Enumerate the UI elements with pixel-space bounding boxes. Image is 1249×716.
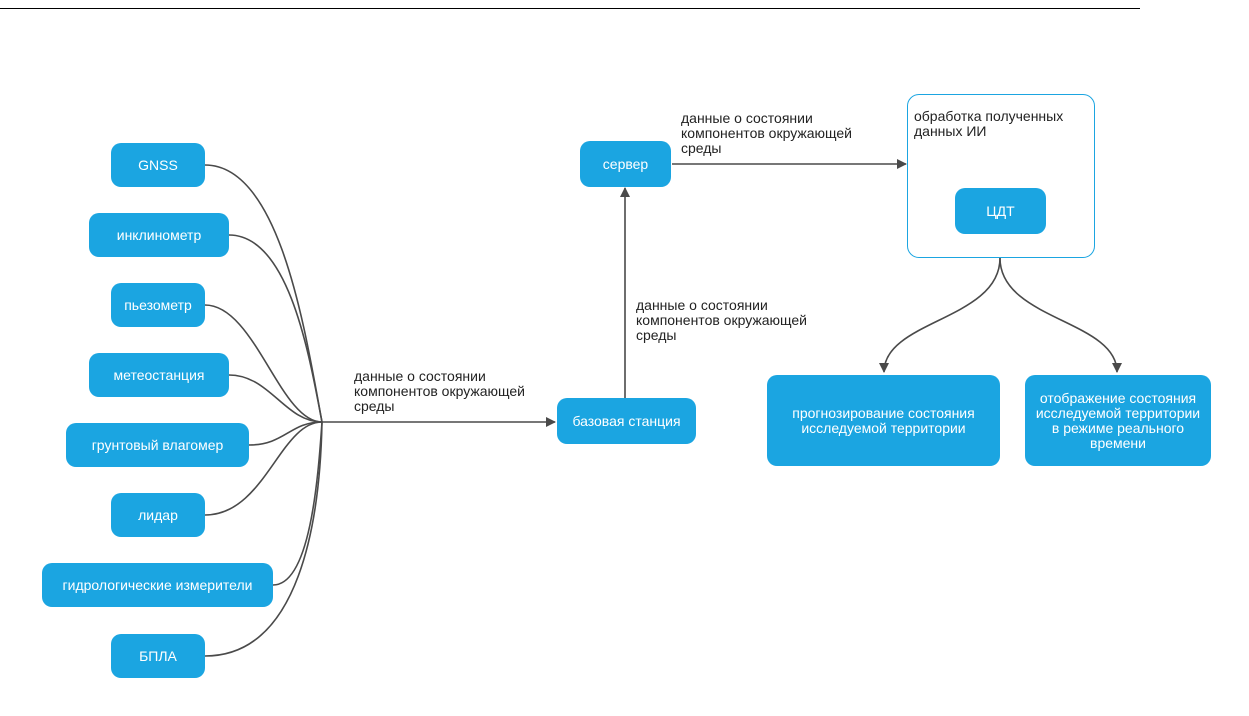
node-base-station[interactable]: базовая станция <box>557 398 696 444</box>
node-hydrological-meters[interactable]: гидрологические измерители <box>42 563 273 607</box>
label-sensors-to-base: данные о состоянии компонентов окружающе… <box>354 369 525 414</box>
node-server[interactable]: сервер <box>580 141 671 187</box>
connector-lidar <box>204 421 323 516</box>
node-gnss[interactable]: GNSS <box>111 143 205 187</box>
label-server-to-processing-line-3: среды <box>681 140 722 156</box>
display-line-3: в режиме реального <box>1051 419 1185 436</box>
node-forecast[interactable]: прогнозирование состояния исследуемой те… <box>767 375 1000 466</box>
connector-inclinometer <box>228 234 323 423</box>
processing-title-line-1: обработка полученных <box>914 108 1064 124</box>
forecast-line-2: исследуемой территории <box>801 419 966 436</box>
node-lidar[interactable]: лидар <box>111 493 205 537</box>
connector-uav <box>204 421 323 657</box>
node-weather-station[interactable]: метеостанция <box>89 353 229 397</box>
node-soil-moisture-meter[interactable]: грунтовый влагомер <box>66 423 249 467</box>
display-line-2: исследуемой территории <box>1035 404 1201 421</box>
label-sensors-to-base-line-1: данные о состоянии <box>354 368 486 384</box>
connector-hydrological-meters <box>272 421 323 586</box>
label-base-to-server: данные о состоянии компонентов окружающе… <box>636 298 807 343</box>
arrow-to-display <box>999 257 1122 373</box>
label-server-to-processing-line-1: данные о состоянии <box>681 110 813 126</box>
connector-piezometer <box>204 304 323 423</box>
label-server-to-processing: данные о состоянии компонентов окружающе… <box>681 111 852 156</box>
label-base-to-server-line-3: среды <box>636 327 677 343</box>
connector-weather-station <box>228 374 323 423</box>
node-dtt[interactable]: ЦДТ <box>955 188 1046 234</box>
node-uav[interactable]: БПЛА <box>111 634 205 678</box>
node-piezometer[interactable]: пьезометр <box>111 283 205 327</box>
label-base-to-server-line-1: данные о состоянии <box>636 297 768 313</box>
label-base-to-server-line-2: компонентов окружающей <box>636 312 807 328</box>
top-divider <box>0 8 1140 9</box>
display-line-4: времени <box>1090 434 1146 451</box>
label-sensors-to-base-line-2: компонентов окружающей <box>354 383 525 399</box>
connector-soil-moisture-meter <box>248 421 323 446</box>
display-line-1: отображение состояния <box>1039 389 1197 406</box>
label-sensors-to-base-line-3: среды <box>354 398 395 414</box>
node-realtime-display[interactable]: отображение состояния исследуемой террит… <box>1025 375 1211 466</box>
label-server-to-processing-line-2: компонентов окружающей <box>681 125 852 141</box>
node-inclinometer[interactable]: инклинометр <box>89 213 229 257</box>
processing-title-line-2: данных ИИ <box>914 123 987 139</box>
processing-container: обработка полученных данных ИИ <box>907 94 1095 258</box>
processing-title: обработка полученных данных ИИ <box>914 109 1063 139</box>
arrow-to-forecast <box>879 257 1001 373</box>
forecast-line-1: прогнозирование состояния <box>792 404 975 421</box>
